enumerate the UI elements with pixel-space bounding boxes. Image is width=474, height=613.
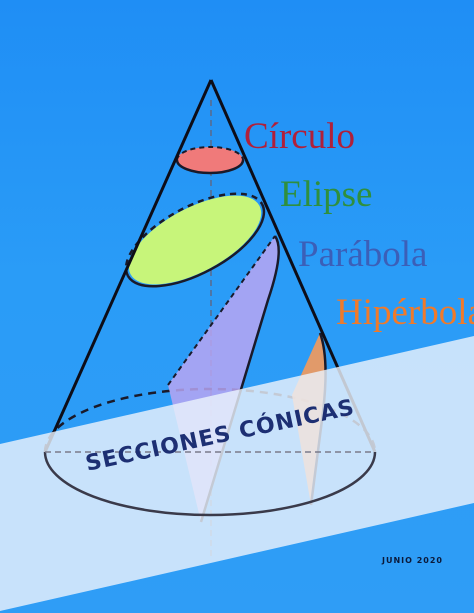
ellipse-section [128, 195, 262, 285]
label-elipse: Elipse [280, 174, 373, 215]
label-circulo: Círculo [244, 116, 355, 157]
title-banner [0, 336, 474, 611]
date-label: JUNIO 2020 [382, 556, 443, 565]
circle-section [177, 147, 243, 173]
cone-left-side [43, 79, 213, 453]
label-parabola: Parábola [298, 234, 428, 275]
label-hiperbola: Hipérbola [336, 292, 474, 333]
cone-base-front [43, 451, 377, 517]
